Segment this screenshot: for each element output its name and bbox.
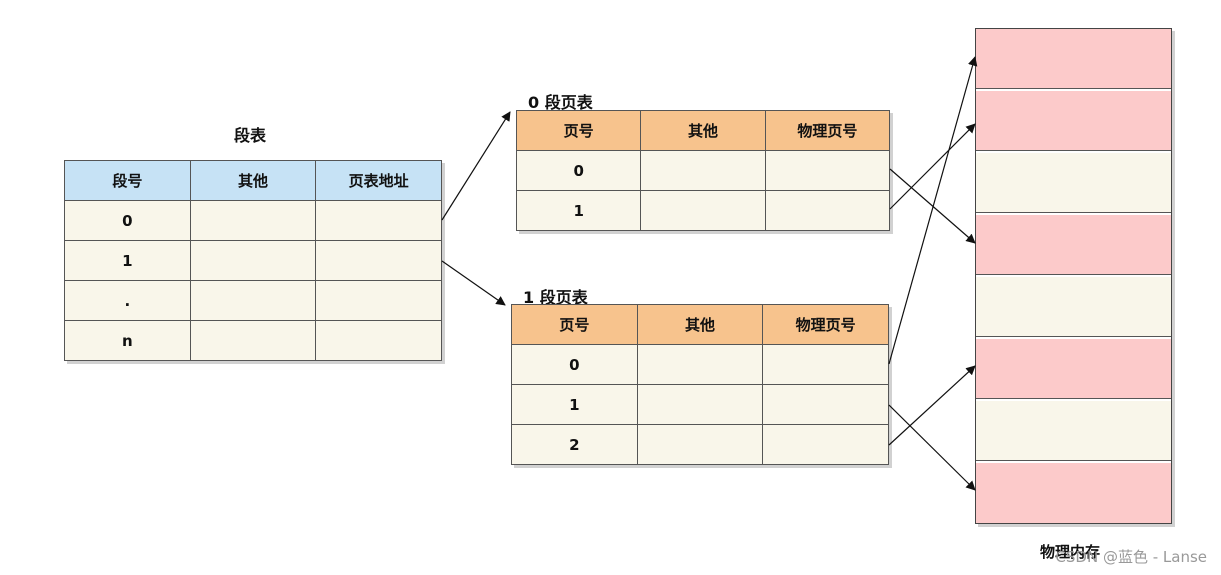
arrow-pt1-page0-to-frame: [888, 56, 978, 365]
other-cell: [189, 320, 317, 361]
other-cell: [636, 344, 764, 385]
table-row: 1: [64, 240, 442, 281]
table-row: 0: [64, 200, 442, 241]
memory-frame: [976, 277, 1171, 337]
physical-page-number-cell: [762, 344, 889, 385]
header-physical-page-number: 物理页号: [764, 110, 891, 151]
memory-frame: [976, 29, 1171, 89]
other-cell: [189, 280, 317, 321]
other-cell: [636, 424, 764, 465]
page-table-address-cell: [315, 320, 442, 361]
memory-frame: [976, 401, 1171, 461]
segment-table-title: 段表: [234, 126, 267, 145]
physical-page-number-cell: [764, 190, 891, 231]
page-table-address-cell: [315, 240, 442, 281]
physical-memory: [975, 28, 1172, 524]
table-row: 2: [511, 424, 889, 465]
other-cell: [640, 190, 766, 231]
segment-number-cell: .: [64, 280, 191, 321]
memory-frame: [976, 339, 1171, 399]
segment-number-cell: 0: [64, 200, 191, 241]
physical-page-number-cell: [762, 384, 889, 425]
page-number-cell: 1: [515, 190, 642, 231]
page-number-cell: 0: [515, 150, 642, 191]
watermark: CSDN @蓝色 - Lanse: [1055, 548, 1207, 566]
arrow-seg0-to-page-table-0: [441, 111, 511, 221]
page-table-1-title: 1 段页表: [523, 288, 588, 307]
arrow-seg1-to-page-table-1: [441, 260, 506, 306]
arrow-pt0-page0-to-frame: [889, 168, 976, 244]
physical-memory-label: 物理内存: [1040, 543, 1101, 561]
memory-frame: [976, 153, 1171, 213]
other-cell: [189, 240, 317, 281]
table-row: 1: [515, 190, 891, 231]
physical-page-number-cell: [762, 424, 889, 465]
table-row: n: [64, 320, 442, 361]
memory-frame: [976, 215, 1171, 275]
segment-number-cell: n: [64, 320, 191, 361]
page-table-0-title: 0 段页表: [528, 93, 593, 112]
memory-frame: [976, 463, 1171, 523]
segment-table: 段号 其他 页表地址 0 1 . n: [64, 160, 442, 361]
other-cell: [189, 200, 317, 241]
header-other: 其他: [189, 160, 317, 201]
page-number-cell: 0: [511, 344, 638, 385]
arrow-pt0-page1-to-frame: [889, 123, 976, 210]
arrow-pt1-page2-to-frame: [888, 365, 976, 446]
table-row: 0: [511, 344, 889, 385]
table-row: .: [64, 280, 442, 321]
page-table-address-cell: [315, 280, 442, 321]
memory-frame: [976, 91, 1171, 151]
header-segment-number: 段号: [64, 160, 191, 201]
header-page-number: 页号: [511, 304, 638, 345]
page-table-address-cell: [315, 200, 442, 241]
header-other: 其他: [636, 304, 764, 345]
segment-number-cell: 1: [64, 240, 191, 281]
other-cell: [640, 150, 766, 191]
arrow-pt1-page1-to-frame: [888, 404, 976, 491]
header-page-table-address: 页表地址: [315, 160, 442, 201]
physical-page-number-cell: [764, 150, 891, 191]
page-table-1: 页号 其他 物理页号 0 1 2: [511, 304, 889, 465]
page-table-0: 页号 其他 物理页号 0 1: [515, 110, 891, 231]
page-number-cell: 2: [511, 424, 638, 465]
table-row: 0: [515, 150, 891, 191]
